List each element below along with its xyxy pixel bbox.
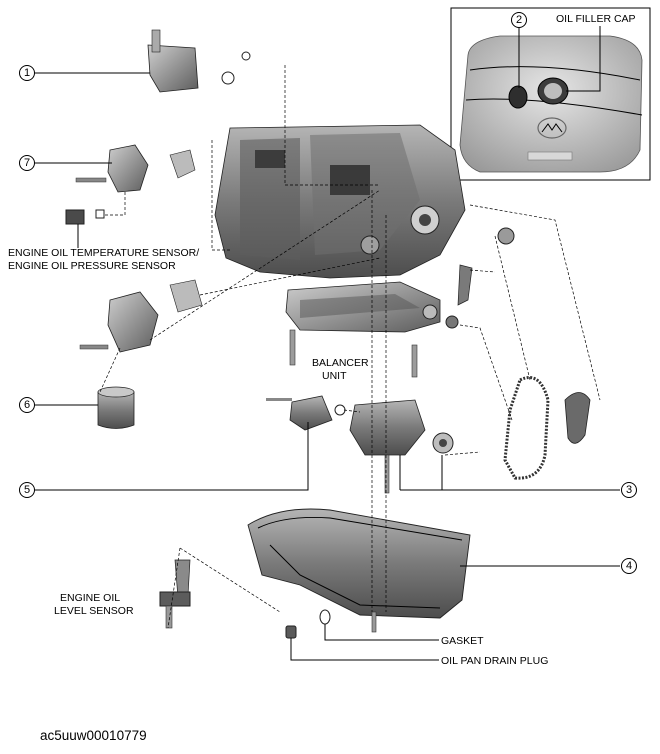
svg-text:6: 6	[24, 399, 30, 411]
engine-oil-level-sensor	[159, 559, 191, 629]
svg-text:5: 5	[24, 484, 30, 496]
callout-5: 5	[19, 482, 35, 498]
label-oil-filler-cap: OIL FILLER CAP	[556, 13, 636, 25]
oil-pan	[247, 508, 471, 619]
label-gasket: GASKET	[441, 635, 484, 647]
label-level-sensor-line2: LEVEL SENSOR	[54, 605, 134, 617]
label-level-sensor-line1: ENGINE OIL	[60, 592, 120, 604]
engine-oil-temperature-pressure-sensor	[65, 209, 105, 225]
balancer-unit	[285, 281, 441, 333]
gasket-icon	[319, 609, 331, 625]
svg-text:7: 7	[24, 157, 30, 169]
timing-chain	[503, 376, 550, 480]
engine-block	[214, 124, 466, 279]
svg-text:2: 2	[516, 14, 522, 26]
oil-cooler-bracket	[75, 144, 196, 193]
label-balancer-unit-line1: BALANCER	[312, 357, 369, 369]
figure-id-caption: ac5uuw00010779	[40, 728, 147, 743]
sprocket-lower-icon	[445, 315, 459, 329]
oil-pump-housing-part	[266, 395, 346, 431]
callout-3: 3	[621, 482, 637, 498]
oil-separator	[147, 29, 251, 93]
svg-text:3: 3	[626, 484, 632, 496]
callout-4: 4	[621, 558, 637, 574]
callout-7: 7	[19, 155, 35, 171]
callout-1: 1	[19, 65, 35, 81]
oil-filter	[97, 386, 135, 429]
sprocket-upper-icon	[497, 227, 515, 245]
label-temp-sensor-line1: ENGINE OIL TEMPERATURE SENSOR/	[8, 247, 199, 259]
chain-guide	[457, 264, 473, 306]
label-balancer-unit-line2: UNIT	[322, 370, 347, 382]
drain-plug-icon	[285, 625, 297, 639]
oil-filter-bracket	[79, 279, 203, 353]
brand-emblem-icon	[537, 117, 567, 139]
callout-2: 2	[511, 12, 527, 28]
label-oil-pan-drain-plug: OIL PAN DRAIN PLUG	[441, 655, 548, 667]
assembly-lines	[99, 65, 601, 629]
chain-tensioner	[564, 392, 591, 444]
label-temp-sensor-line2: ENGINE OIL PRESSURE SENSOR	[8, 260, 176, 272]
svg-text:4: 4	[626, 560, 632, 572]
callout-6: 6	[19, 397, 35, 413]
oil-pump	[349, 399, 454, 494]
inset-engine-cover	[450, 7, 651, 181]
svg-text:1: 1	[24, 67, 30, 79]
